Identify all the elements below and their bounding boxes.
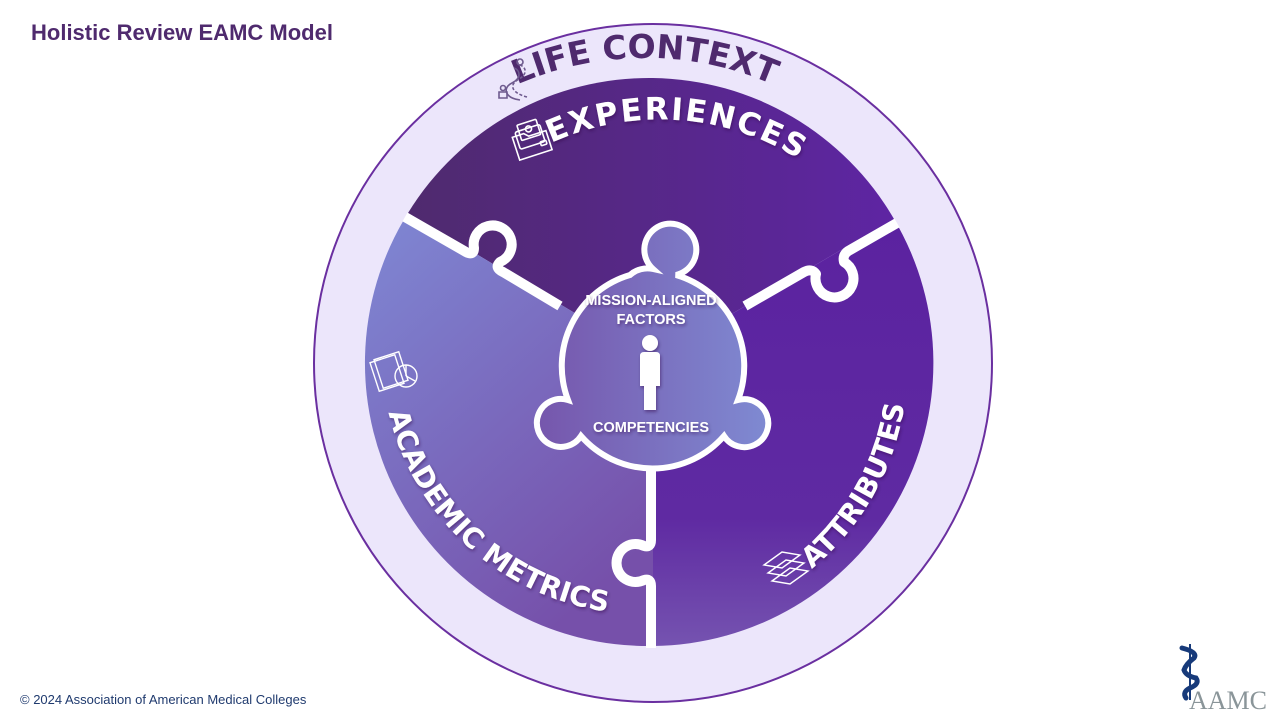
puzzle-dividers bbox=[402, 212, 900, 648]
staff-of-asclepius-icon bbox=[1179, 644, 1200, 701]
aamc-logo: AAMC bbox=[1172, 642, 1272, 716]
center-label-competencies: COMPETENCIES bbox=[593, 420, 709, 436]
center-label-line2: FACTORS bbox=[616, 312, 685, 328]
center-piece: MISSION-ALIGNED FACTORS COMPETENCIES bbox=[533, 220, 772, 472]
center-label-line1: MISSION-ALIGNED bbox=[585, 293, 716, 309]
report-chart-icon bbox=[369, 350, 418, 393]
road-path-icon bbox=[498, 58, 528, 101]
folder-photos-icon bbox=[511, 118, 554, 162]
person-icon bbox=[640, 335, 660, 410]
copyright-footer: © 2024 Association of American Medical C… bbox=[20, 692, 307, 707]
stacked-layers-icon bbox=[762, 551, 810, 585]
aamc-logo-text: AAMC bbox=[1189, 686, 1268, 715]
page-title: Holistic Review EAMC Model bbox=[31, 20, 333, 45]
